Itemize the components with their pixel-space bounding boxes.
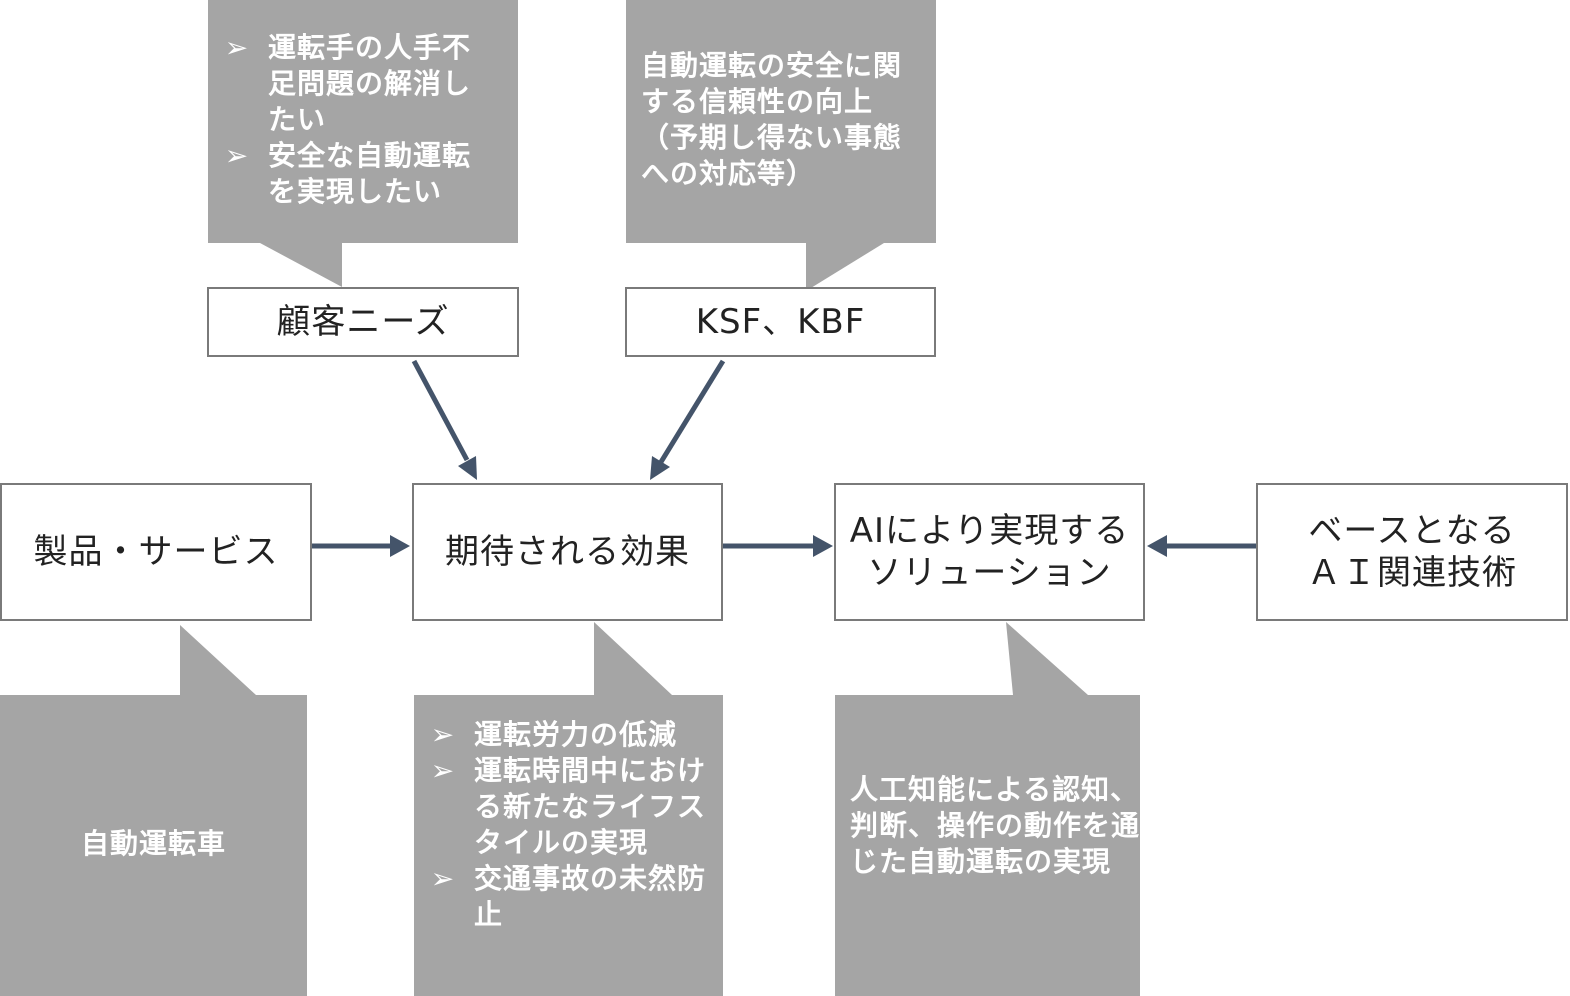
callout-ksf-kbf: 自動運転の安全に関する信頼性の向上（予期し得ない事態への対応等） <box>641 48 926 192</box>
bullet-item: ➢ 運転時間中における新たなライフスタイルの実現 <box>428 753 713 861</box>
expected-effect-bullet-list: ➢ 運転労力の低減 ➢ 運転時間中における新たなライフスタイルの実現 ➢ 交通事… <box>428 717 713 933</box>
base-ai-tech-box: ベースとなる ＡＩ関連技術 <box>1256 483 1568 621</box>
ai-solution-label-line-1: AIにより実現する <box>849 511 1130 551</box>
product-service-box: 製品・サービス <box>0 483 312 621</box>
bullet-item: ➢ 交通事故の未然防止 <box>428 861 713 933</box>
arrow-ksf-to-effect <box>650 359 726 480</box>
callout-product-service: 自動運転車 <box>0 826 307 862</box>
bullet-item: ➢ 安全な自動運転を実現したい <box>222 138 492 210</box>
callout-shape-ai-solution <box>835 622 1140 996</box>
bullet-text: 運転手の人手不足問題の解消したい <box>268 31 472 136</box>
callout-shape-customer-needs <box>208 0 518 287</box>
customer-needs-bullet-list: ➢ 運転手の人手不足問題の解消したい ➢ 安全な自動運転を実現したい <box>222 30 492 210</box>
arrowhead-bullet-icon: ➢ <box>430 862 456 895</box>
bullet-text: 運転労力の低減 <box>474 718 678 751</box>
ai-solution-label-line-2: ソリューション <box>867 553 1112 593</box>
bullet-text: 安全な自動運転を実現したい <box>268 139 472 208</box>
bullet-text: 運転時間中における新たなライフスタイルの実現 <box>474 754 707 859</box>
expected-effect-box: 期待される効果 <box>412 483 723 621</box>
expected-effect-label: 期待される効果 <box>445 532 690 572</box>
arrow-needs-to-effect <box>411 359 477 480</box>
base-ai-tech-label-line-1: ベースとなる <box>1308 511 1516 551</box>
bullet-item: ➢ 運転手の人手不足問題の解消したい <box>222 30 492 138</box>
arrowhead-bullet-icon: ➢ <box>430 754 456 787</box>
callout-shape-ksf-kbf <box>626 0 936 291</box>
callout-customer-needs: ➢ 運転手の人手不足問題の解消したい ➢ 安全な自動運転を実現したい <box>222 30 492 210</box>
arrow-tech-to-solution <box>1147 535 1256 557</box>
ksf-kbf-callout-text: 自動運転の安全に関する信頼性の向上（予期し得ない事態への対応等） <box>641 49 903 190</box>
callout-expected-effect: ➢ 運転労力の低減 ➢ 運転時間中における新たなライフスタイルの実現 ➢ 交通事… <box>428 717 713 933</box>
callout-ai-solution: 人工知能による認知、判断、操作の動作を通じた自動運転の実現 <box>850 772 1140 880</box>
callout-shape-expected-effect <box>414 622 723 996</box>
bullet-text: 交通事故の未然防止 <box>474 862 707 931</box>
product-service-callout-text: 自動運転車 <box>80 827 226 860</box>
bullet-item: ➢ 運転労力の低減 <box>428 717 713 753</box>
ai-solution-callout-text: 人工知能による認知、判断、操作の動作を通じた自動運転の実現 <box>850 773 1141 878</box>
arrowhead-bullet-icon: ➢ <box>224 31 250 64</box>
arrowhead-bullet-icon: ➢ <box>224 139 250 172</box>
customer-needs-box: 顧客ニーズ <box>207 287 519 357</box>
arrow-product-to-effect <box>311 535 410 557</box>
ksf-kbf-box: KSF、KBF <box>625 287 936 357</box>
callout-shape-product-service <box>0 625 307 996</box>
ksf-kbf-label: KSF、KBF <box>695 302 866 342</box>
arrowhead-bullet-icon: ➢ <box>430 718 456 751</box>
arrow-effect-to-solution <box>723 535 833 557</box>
ai-solution-box: AIにより実現する ソリューション <box>834 483 1145 621</box>
product-service-label: 製品・サービス <box>33 532 279 572</box>
customer-needs-label: 顧客ニーズ <box>276 302 450 342</box>
base-ai-tech-label-line-2: ＡＩ関連技術 <box>1307 553 1517 593</box>
